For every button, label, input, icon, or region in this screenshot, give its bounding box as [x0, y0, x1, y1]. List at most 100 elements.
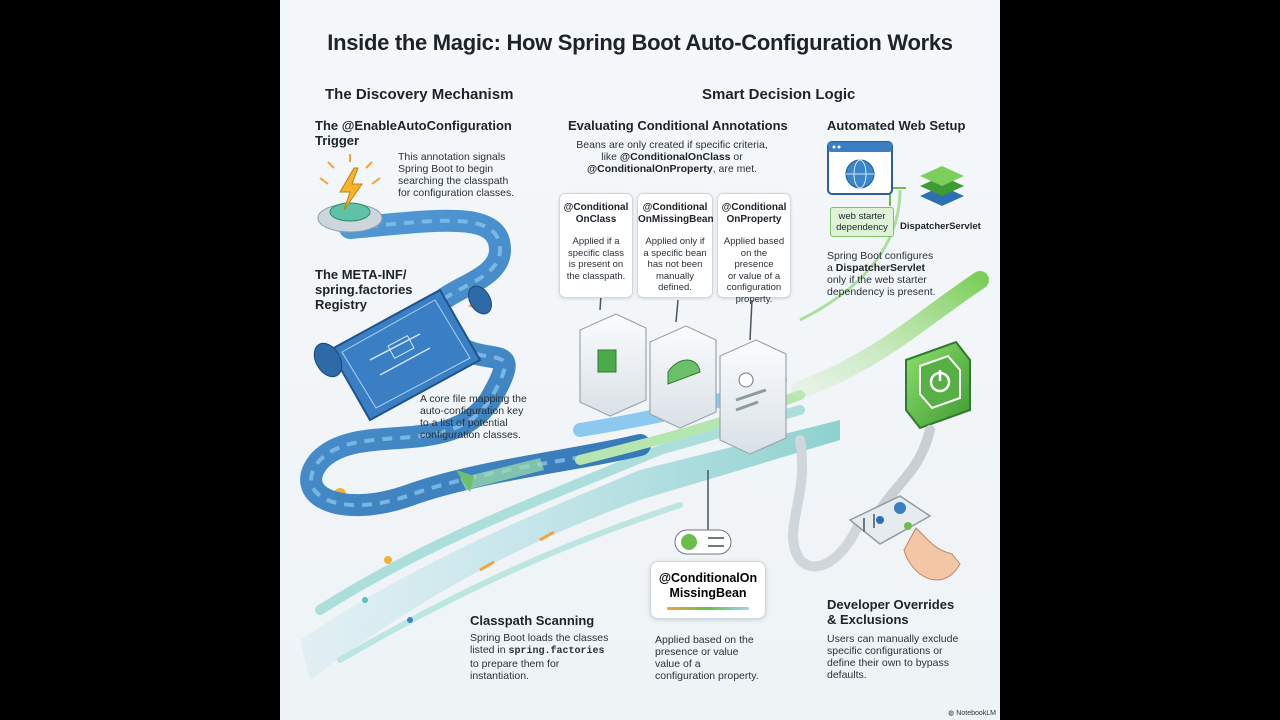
- card-title-line: OnMissingBean: [638, 214, 714, 225]
- card-body: Applied only if a specific bean has not …: [642, 236, 708, 294]
- dispatcher-servlet-label: DispatcherServlet: [900, 221, 981, 232]
- missing-bean-desc-line: presence or value: [655, 646, 739, 658]
- trigger-desc: This annotation signals Spring Boot to b…: [398, 151, 514, 199]
- missing-bean-desc-line: value of a: [655, 658, 701, 670]
- card-title: @Conditional OnProperty: [718, 202, 790, 226]
- watermark-text: NotebookLM: [956, 710, 996, 717]
- card-body-line: property.: [735, 293, 773, 305]
- web-setup-desc: Spring Boot configures a DispatcherServl…: [827, 250, 936, 298]
- card-body-line: Applied based: [723, 236, 785, 247]
- evaluating-title: Evaluating Conditional Annotations: [568, 118, 788, 133]
- conditional-on-property-ref: @ConditionalOnProperty: [586, 163, 713, 175]
- stack-icon: [920, 166, 964, 206]
- missing-bean-desc-line: configuration property.: [655, 670, 759, 682]
- overrides-desc: Users can manually exclude specific conf…: [827, 633, 958, 681]
- scanning-desc-line: Spring Boot loads the classes: [470, 632, 609, 644]
- card-body: Applied based on the presence or value o…: [722, 236, 786, 305]
- registry-title-line: Registry: [315, 297, 368, 312]
- condition-card-on-missing-bean: @Conditional OnMissingBean Applied only …: [637, 193, 714, 298]
- spring-factories-code: spring.factories: [508, 646, 605, 657]
- registry-title-line: spring.factories: [315, 282, 413, 297]
- web-desc-text: a: [827, 262, 836, 274]
- badge-title-line: @ConditionalOn: [658, 571, 758, 585]
- card-title-line: @Conditional: [642, 202, 708, 213]
- browser-window: [827, 141, 893, 195]
- condition-card-on-property: @Conditional OnProperty Applied based on…: [717, 193, 791, 305]
- card-body: Applied if a specific class is present o…: [564, 236, 628, 282]
- condition-card-on-class: @Conditional OnClass Applied if a specif…: [559, 193, 633, 298]
- toggle-icon: [674, 529, 732, 555]
- card-body-line: defined.: [658, 282, 692, 293]
- page-title: Inside the Magic: How Spring Boot Auto-C…: [327, 30, 953, 55]
- overrides-desc-line: specific configurations or: [827, 645, 943, 657]
- registry-desc-line: A core file mapping the: [420, 393, 527, 405]
- registry-desc-line: to a list of potential: [420, 417, 508, 429]
- blueprint-scroll-icon: [313, 285, 492, 422]
- overrides-desc-line: define their own to bypass: [827, 657, 949, 669]
- control-panel: [787, 435, 961, 581]
- web-desc-line: a DispatcherServlet: [827, 262, 936, 274]
- missing-bean-badge: @ConditionalOn MissingBean: [650, 561, 766, 619]
- web-setup-title: Automated Web Setup: [827, 118, 966, 133]
- tag-line: dependency: [836, 222, 888, 233]
- trigger-desc-line: Spring Boot to begin: [398, 163, 494, 175]
- card-body-line: configuration: [726, 282, 782, 293]
- evaluating-desc-text: like: [601, 151, 620, 163]
- evaluating-desc-text: , are met.: [712, 163, 758, 175]
- tag-line: web starter: [838, 211, 886, 222]
- evaluating-desc-text: or: [730, 151, 743, 163]
- trigger-desc-line: This annotation signals: [398, 151, 506, 163]
- web-starter-tag: web starter dependency: [830, 207, 894, 237]
- discovery-heading: The Discovery Mechanism: [325, 86, 514, 103]
- scanning-title: Classpath Scanning: [470, 613, 595, 628]
- web-desc-line: dependency is present.: [827, 286, 936, 298]
- missing-bean-desc-line: Applied based on the: [655, 634, 754, 646]
- registry-desc-line: configuration classes.: [420, 429, 521, 441]
- evaluating-desc-line: @ConditionalOnProperty, are met.: [542, 163, 802, 175]
- card-body-line: Applied if a: [572, 236, 620, 247]
- scanning-desc-line: to prepare them for: [470, 658, 560, 670]
- power-icon: [875, 340, 971, 515]
- missing-bean-desc: Applied based on the presence or value v…: [655, 634, 759, 682]
- web-desc-line: only if the web starter: [827, 274, 927, 286]
- watermark: ◍ NotebookLM: [948, 709, 996, 717]
- condition-filters: [573, 271, 989, 530]
- pointing-hand-icon: [903, 527, 961, 581]
- registry-desc: A core file mapping the auto-configurati…: [420, 393, 527, 441]
- card-title-line: @Conditional: [563, 202, 629, 213]
- infographic-poster: Inside the Magic: How Spring Boot Auto-C…: [280, 0, 1000, 720]
- overrides-title-line: Developer Overrides: [827, 597, 955, 612]
- overrides-title: Developer Overrides & Exclusions: [827, 597, 954, 627]
- scanning-desc-line: listed in spring.factories: [470, 644, 608, 658]
- registry-title: The META-INF/ spring.factories Registry: [315, 267, 413, 312]
- trigger-button: [317, 154, 383, 233]
- decision-heading: Smart Decision Logic: [702, 86, 856, 103]
- notebooklm-logo-icon: ◍: [948, 710, 957, 717]
- globe-icon: [845, 159, 875, 189]
- card-title: @Conditional OnClass: [560, 202, 632, 226]
- card-title-line: OnProperty: [726, 214, 782, 225]
- trigger-title-line2: Trigger: [315, 133, 360, 148]
- scanning-desc-line: instantiation.: [470, 670, 529, 682]
- evaluating-desc: Beans are only created if specific crite…: [542, 139, 802, 175]
- dispatcher-servlet-ref: DispatcherServlet: [835, 262, 926, 274]
- evaluating-desc-line: like @ConditionalOnClass or: [542, 151, 802, 163]
- overrides-desc-line: Users can manually exclude: [827, 633, 959, 645]
- registry-desc-line: auto-configuration key: [420, 405, 524, 417]
- trigger-desc-line: for configuration classes.: [398, 187, 515, 199]
- overrides-title-line: & Exclusions: [827, 612, 909, 627]
- badge-gradient-bar: [667, 607, 749, 610]
- card-body-line: a specific bean: [643, 247, 707, 259]
- evaluating-desc-line: Beans are only created if specific crite…: [576, 139, 768, 151]
- card-body-line: the classpath.: [566, 270, 626, 282]
- scanning-desc-text: listed in: [470, 644, 509, 656]
- web-desc-line: Spring Boot configures: [827, 250, 934, 262]
- card-body-line: or value of a: [727, 270, 781, 282]
- card-body-line: specific class: [568, 247, 624, 259]
- missing-bean-badge-title: @ConditionalOn MissingBean: [651, 571, 765, 601]
- card-body-line: Applied only if: [645, 236, 705, 247]
- card-body-line: has not been: [647, 259, 703, 270]
- badge-title-line: MissingBean: [669, 586, 747, 600]
- registry-title-line: The META-INF/: [315, 267, 407, 282]
- illustration: [300, 141, 989, 680]
